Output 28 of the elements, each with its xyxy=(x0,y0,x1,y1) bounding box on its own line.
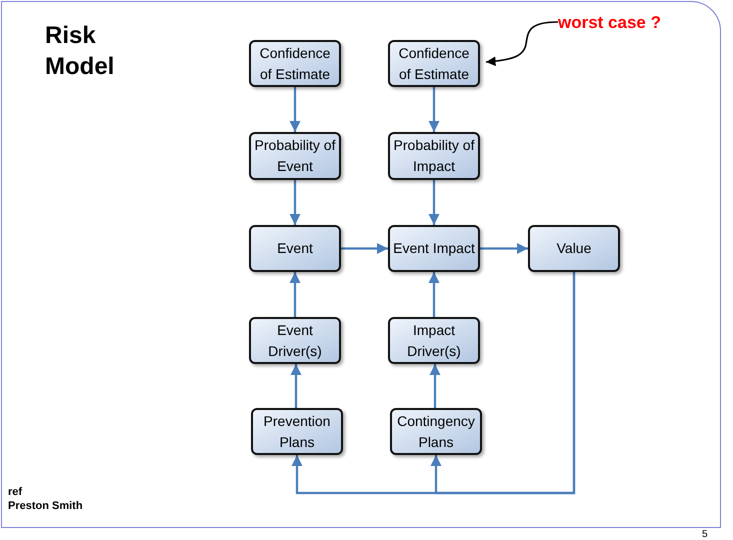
title: Risk Model xyxy=(45,21,116,82)
arrow xyxy=(290,180,300,225)
process-box: Event xyxy=(249,225,341,272)
arrow xyxy=(430,272,576,494)
process-box: Confidence of Estimate xyxy=(249,40,341,87)
arrow xyxy=(290,364,302,408)
process-box: Contingency Plans xyxy=(390,408,482,455)
arrow xyxy=(428,272,440,317)
process-box: Confidence of Estimate xyxy=(388,40,480,87)
process-box: Impact Driver(s) xyxy=(388,317,480,364)
reference-note: ref xyxy=(8,485,22,499)
process-box: Event Driver(s) xyxy=(249,317,341,364)
reference-note: Preston Smith xyxy=(8,499,83,513)
process-box: Probability of Impact xyxy=(388,132,480,180)
annotation-text: worst case ? xyxy=(558,10,661,36)
arrow xyxy=(428,87,440,132)
process-box: Value xyxy=(528,225,620,272)
process-box: Probability of Event xyxy=(249,132,341,180)
arrow xyxy=(290,272,300,317)
arrow xyxy=(480,243,528,254)
page-number: 5 xyxy=(702,528,708,540)
arrow xyxy=(290,87,300,132)
arrow xyxy=(430,364,440,408)
arrow xyxy=(428,180,440,225)
leader-line xyxy=(486,21,558,66)
process-box: Prevention Plans xyxy=(251,408,343,455)
arrow xyxy=(341,243,388,254)
process-box: Event Impact xyxy=(388,225,480,272)
